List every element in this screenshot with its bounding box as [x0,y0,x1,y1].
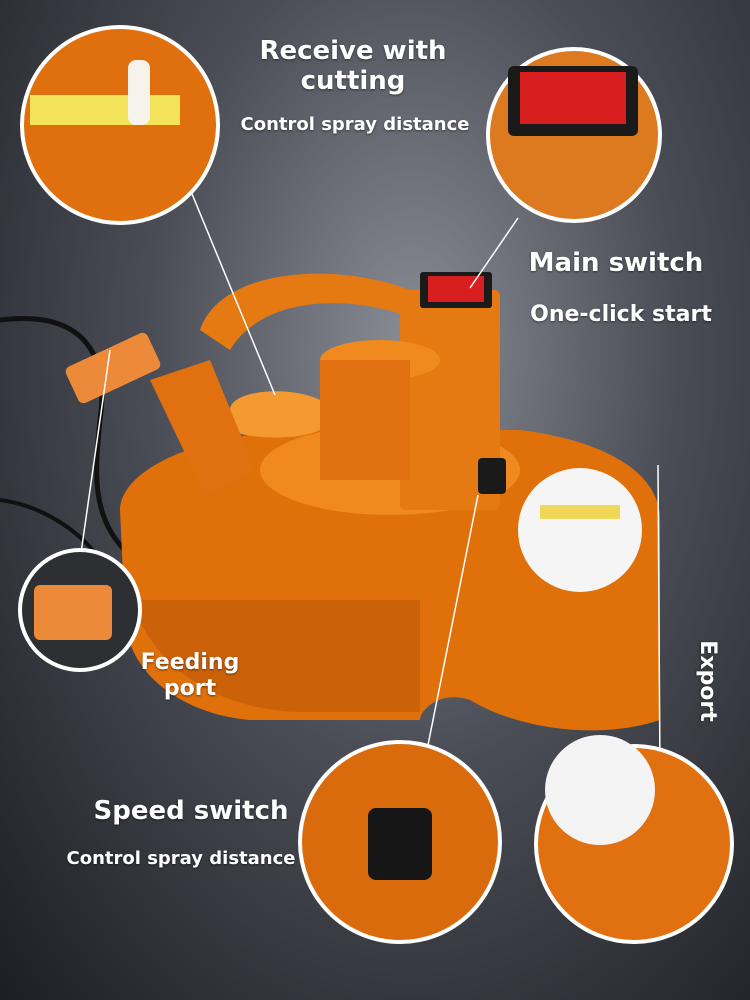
inset-feeding-port [18,548,142,672]
export-label: Export [695,640,720,722]
speed-switch-label: Speed switch [93,796,289,826]
control-spray-distance-bottom-label: Control spray distance [66,848,296,869]
machine-body [65,272,660,731]
one-click-start-label: One-click start [530,302,712,327]
inset-cutting [20,25,220,225]
control-spray-distance-top-label: Control spray distance [240,114,470,135]
inset-export [534,735,734,944]
main-switch-label: Main switch [528,248,704,278]
feeding-port-label: Feeding port [140,650,240,701]
inset-main-switch [486,47,662,223]
receive-with-cutting-label: Receive with cutting [259,36,447,96]
inset-speed-switch [298,740,502,944]
